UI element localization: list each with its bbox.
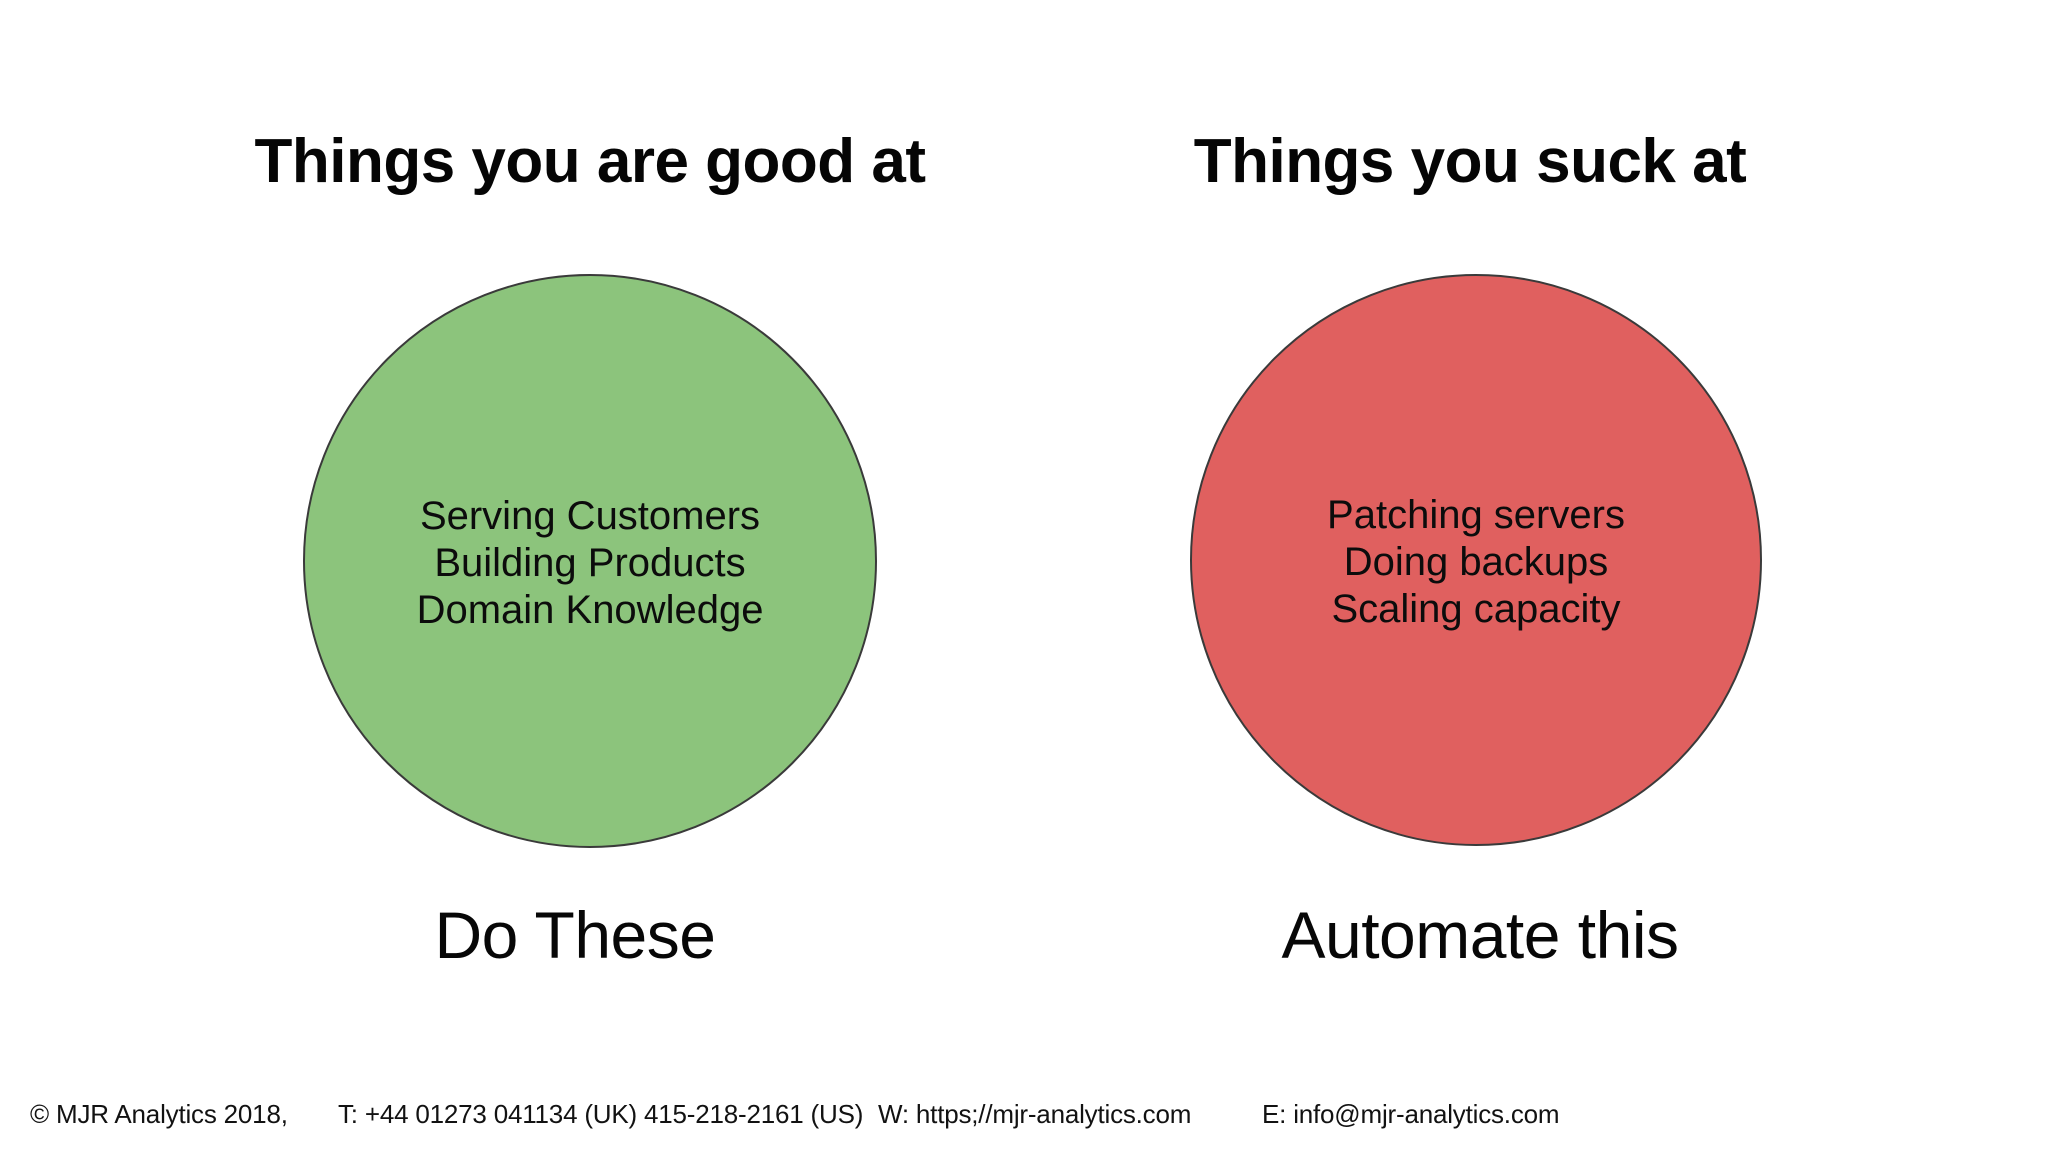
circle-good-at: Serving Customers Building Products Doma… — [303, 274, 877, 848]
circle-good-item-1: Serving Customers — [419, 493, 761, 538]
caption-automate-this: Automate this — [1281, 898, 1679, 972]
caption-do-these: Do These — [434, 898, 716, 972]
circle-bad-item-2: Doing backups — [1343, 539, 1609, 584]
circle-bad-text-block: Patching servers Doing backups Scaling c… — [1327, 492, 1625, 633]
footer-copyright: © MJR Analytics 2018, — [30, 1098, 288, 1129]
circle-good-text-block: Serving Customers Building Products Doma… — [417, 493, 764, 634]
circle-good-item-2: Building Products — [434, 540, 746, 585]
footer-phone: T: +44 01273 041134 (UK) 415-218-2161 (U… — [338, 1098, 864, 1129]
footer-email: E: info@mjr-analytics.com — [1262, 1098, 1560, 1129]
circle-suck-at: Patching servers Doing backups Scaling c… — [1190, 274, 1762, 846]
footer: © MJR Analytics 2018, T: +44 01273 04113… — [0, 1076, 2048, 1152]
circle-bad-item-1: Patching servers — [1327, 492, 1625, 537]
heading-bad: Things you suck at — [1193, 127, 1747, 196]
heading-good: Things you are good at — [254, 127, 926, 196]
circle-good-item-3: Domain Knowledge — [416, 587, 764, 632]
footer-website: W: https;//mjr-analytics.com — [878, 1098, 1192, 1129]
circle-bad-item-3: Scaling capacity — [1331, 586, 1621, 631]
